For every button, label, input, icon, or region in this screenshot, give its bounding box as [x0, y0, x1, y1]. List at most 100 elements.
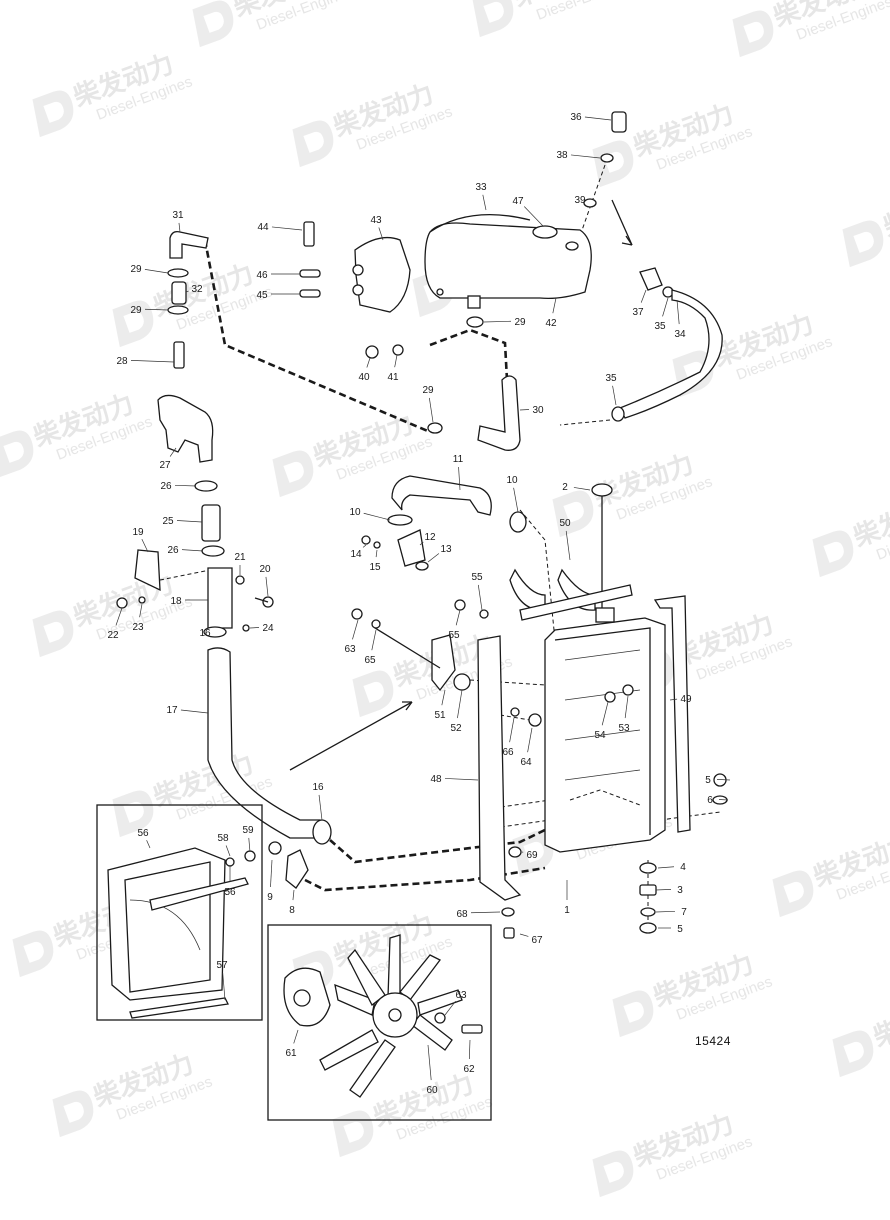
part-label-11: 11 [453, 454, 464, 491]
watermark-logo-icon [112, 790, 154, 838]
part-label-35: 35 [654, 297, 669, 332]
part-label-31: 31 [172, 210, 184, 233]
leader-line [552, 297, 557, 314]
leader-line [352, 619, 359, 640]
part-number: 48 [430, 774, 442, 785]
watermark-logo-icon [512, 830, 554, 878]
leader-line [527, 727, 533, 753]
part-label-9: 9 [267, 859, 273, 903]
part-label-51: 51 [434, 689, 446, 721]
part-label-2: 2 [562, 482, 591, 493]
part-label-29: 29 [422, 385, 434, 423]
part-label-69: 69 [521, 850, 538, 861]
part-label-59: 59 [242, 825, 254, 853]
part-number: 61 [285, 1048, 297, 1059]
watermark-logo-icon [592, 140, 634, 188]
leader-line [455, 609, 461, 626]
leader-line [146, 840, 151, 849]
leader-line [573, 487, 591, 491]
part-label-19: 19 [132, 527, 149, 553]
part-number: 34 [674, 329, 686, 340]
part-label-68: 68 [456, 909, 501, 920]
part-number: 18 [170, 596, 182, 607]
part-number: 52 [450, 723, 462, 734]
part-label-58: 58 [217, 833, 231, 857]
part-label-1: 1 [564, 880, 570, 916]
leader-line [427, 553, 440, 563]
leader-line [363, 512, 391, 521]
part-label-48: 48 [430, 774, 479, 785]
part-number: 57 [216, 960, 228, 971]
watermark-logo-icon [32, 610, 74, 658]
watermark-logo-icon [332, 1110, 374, 1158]
radiator-assembly [509, 483, 728, 934]
part-label-25: 25 [162, 516, 203, 527]
part-label-32: 32 [185, 284, 203, 295]
part-label-36: 36 [570, 112, 612, 123]
part-number: 10 [349, 507, 361, 518]
watermark-logo-icon [0, 430, 34, 478]
part-number: 5 [705, 775, 711, 786]
part-number: 30 [532, 405, 544, 416]
leader-line [270, 859, 273, 888]
leader-line [174, 484, 197, 487]
part-label-40: 40 [358, 357, 371, 383]
leader-line [375, 549, 378, 558]
part-number: 7 [681, 907, 687, 918]
watermark-logo-icon [52, 1090, 94, 1138]
part-label-54: 54 [594, 701, 609, 741]
part-label-26: 26 [160, 481, 197, 492]
part-label-63: 63 [344, 619, 359, 655]
part-number: 22 [107, 630, 119, 641]
part-number: 38 [556, 150, 568, 161]
part-number: 9 [267, 892, 273, 903]
leader-line [468, 1039, 471, 1060]
part-number: 69 [526, 850, 538, 861]
part-number: 41 [387, 372, 399, 383]
watermark-english: Diesel-Engines [534, 0, 635, 24]
leader-line [271, 226, 303, 231]
part-number: 31 [172, 210, 184, 221]
part-label-4: 4 [657, 862, 686, 873]
part-number: 27 [159, 460, 171, 471]
part-number: 28 [116, 356, 128, 367]
part-label-10: 10 [506, 475, 519, 513]
part-label-15: 15 [369, 549, 381, 573]
part-number: 19 [132, 527, 144, 538]
part-number: 32 [191, 284, 203, 295]
part-number: 66 [502, 747, 514, 758]
watermark-logo-icon [772, 870, 814, 918]
bleed-pipe-assembly [116, 230, 332, 889]
part-label-28: 28 [116, 356, 175, 367]
leader-line [169, 447, 177, 457]
part-label-34: 34 [674, 299, 686, 340]
part-label-23: 23 [132, 603, 144, 633]
leader-line [441, 689, 446, 706]
leader-line [419, 541, 424, 546]
part-label-62: 62 [463, 1039, 475, 1075]
watermark-logo-icon [812, 530, 854, 578]
leader-line [181, 549, 204, 552]
leader-line [483, 320, 512, 323]
part-label-65: 65 [364, 629, 377, 666]
part-number: 56 [224, 887, 236, 898]
part-label-49: 49 [669, 694, 692, 705]
fan-shroud-inset [96, 804, 263, 1021]
part-number: 16 [312, 782, 324, 793]
leader-line [523, 206, 544, 227]
part-number: 55 [448, 630, 460, 641]
part-number: 25 [162, 516, 174, 527]
part-number: 39 [574, 195, 586, 206]
part-number: 55 [471, 572, 483, 583]
part-number-labels: 1234556789101011121314151616171819202122… [107, 112, 731, 1096]
